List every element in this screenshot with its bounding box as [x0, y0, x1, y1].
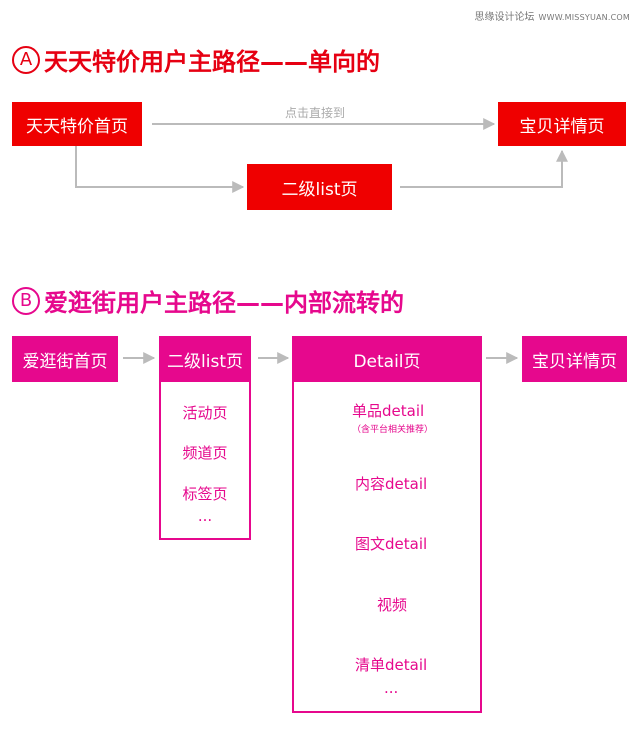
node-aiguangjie-home: 爱逛街首页	[12, 336, 118, 382]
detail-item-graphic: 图文detail	[355, 535, 428, 553]
detail-item-video: 视频	[377, 596, 408, 614]
edge-list-to-detail	[400, 149, 568, 188]
list-item-more: ...	[197, 507, 213, 525]
section-a-title-text: 天天特价用户主路径——单向的	[44, 48, 380, 76]
detail-item-content: 内容detail	[355, 475, 428, 493]
section-b-title-text: 爱逛街用户主路径——内部流转的	[44, 289, 404, 317]
detail-item-checklist: 清单detail	[355, 656, 428, 674]
watermark-text: 思缘设计论坛	[474, 12, 535, 23]
edge-label-direct: 点击直接到	[285, 106, 346, 120]
section-a-title: A 天天特价用户主路径——单向的	[12, 42, 380, 77]
edge-home-to-list	[75, 146, 245, 193]
detail-item-single: 单品detail	[352, 402, 425, 420]
section-b-marker: B	[12, 286, 40, 315]
node-detail-page: Detail页	[292, 336, 482, 382]
watermark-url: WWW.MISSYUAN.COM	[538, 13, 630, 22]
node-b-item-detail: 宝贝详情页	[522, 336, 627, 382]
detail-item-more: ...	[384, 679, 399, 697]
list-panel	[159, 380, 251, 540]
node-a-list: 二级list页	[247, 164, 392, 210]
list-item-channel: 频道页	[182, 444, 228, 462]
node-tiantian-home: 天天特价首页	[12, 102, 142, 146]
detail-panel	[292, 380, 482, 713]
detail-item-single-note: （含平台相关推荐）	[352, 425, 434, 435]
node-a-item-detail: 宝贝详情页	[498, 102, 626, 146]
list-item-tag: 标签页	[182, 485, 228, 503]
section-b-title: B 爱逛街用户主路径——内部流转的	[12, 283, 404, 318]
node-b-list: 二级list页	[159, 336, 251, 382]
section-a-marker: A	[12, 45, 40, 74]
list-item-activity: 活动页	[182, 404, 228, 422]
